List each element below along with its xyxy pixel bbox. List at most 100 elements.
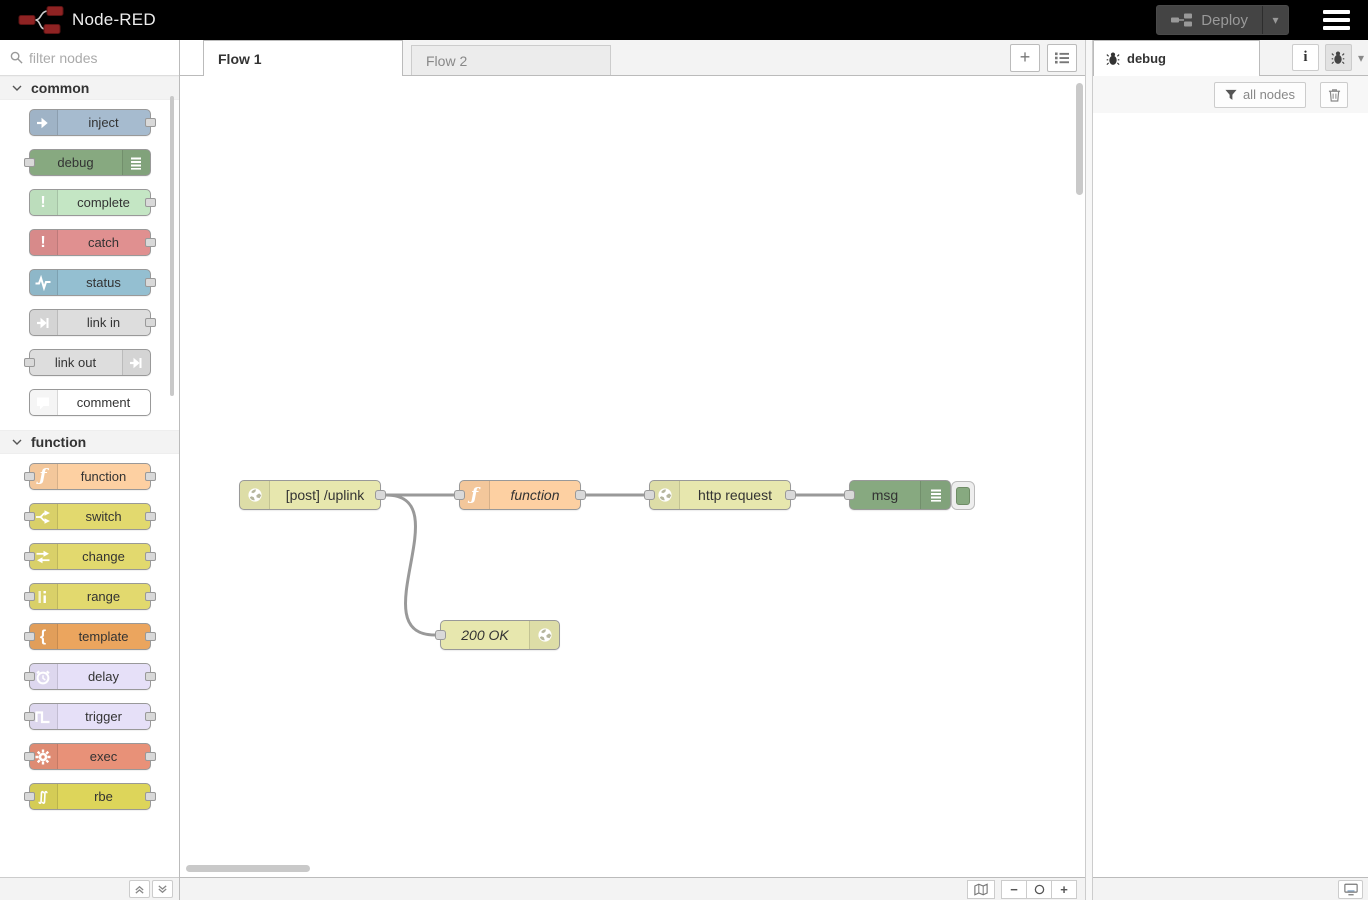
collapse-all-button[interactable] bbox=[129, 880, 150, 898]
chevron-down-icon bbox=[12, 439, 22, 445]
filter-nodes-input[interactable] bbox=[29, 49, 164, 66]
trash-icon bbox=[1328, 88, 1340, 102]
node-port bbox=[23, 712, 35, 721]
zoom-reset-button[interactable] bbox=[1026, 879, 1052, 899]
navigator-button[interactable] bbox=[967, 879, 995, 899]
palette-node-catch[interactable]: !catch bbox=[28, 229, 156, 256]
palette-node-inject[interactable]: inject bbox=[28, 109, 156, 136]
palette-node-exec[interactable]: exec bbox=[23, 743, 156, 770]
minus-icon: − bbox=[1010, 881, 1018, 897]
palette-node-trigger[interactable]: trigger bbox=[23, 703, 156, 730]
zoom-out-button[interactable]: − bbox=[1001, 879, 1027, 899]
double-chevron-up-icon bbox=[135, 885, 144, 894]
palette-node-switch[interactable]: switch bbox=[23, 503, 156, 530]
palette-category-common[interactable]: common bbox=[0, 76, 179, 100]
node-port-out[interactable] bbox=[375, 490, 386, 500]
info-tab-button[interactable]: i bbox=[1291, 44, 1319, 71]
node-port bbox=[144, 318, 156, 327]
sidebar-tabbar: debug i ▾ bbox=[1093, 40, 1368, 76]
bug-icon bbox=[1331, 51, 1345, 65]
flow-node-debug-msg[interactable]: msg bbox=[844, 480, 975, 510]
palette-node-template[interactable]: {template bbox=[23, 623, 156, 650]
node-port bbox=[23, 592, 35, 601]
palette-node-delay[interactable]: delay bbox=[23, 663, 156, 690]
node-label: 200 OK bbox=[461, 627, 509, 643]
node-port bbox=[144, 512, 156, 521]
palette-categories: common inject debug !complete !catch status li… bbox=[0, 76, 179, 810]
flow-node-http-response[interactable]: 200 OK bbox=[435, 620, 560, 650]
zoom-in-button[interactable]: + bbox=[1051, 879, 1077, 899]
clear-debug-button[interactable] bbox=[1320, 81, 1348, 108]
palette-search bbox=[0, 40, 179, 76]
node-port bbox=[144, 472, 156, 481]
node-port bbox=[23, 792, 35, 801]
node-port-out[interactable] bbox=[575, 490, 586, 500]
node-port bbox=[23, 672, 35, 681]
expand-all-button[interactable] bbox=[152, 880, 173, 898]
comment-icon bbox=[29, 390, 58, 415]
sidebar-separator[interactable] bbox=[1085, 40, 1093, 900]
node-port-in[interactable] bbox=[454, 490, 465, 500]
node-label: http request bbox=[698, 487, 772, 503]
workspace-tabs: Flow 1 Flow 2 bbox=[203, 40, 611, 76]
node-port-in[interactable] bbox=[644, 490, 655, 500]
palette-node-rbe[interactable]: ∬rbe bbox=[23, 783, 156, 810]
main-menu-button[interactable] bbox=[1323, 10, 1350, 30]
palette-node-change[interactable]: change bbox=[23, 543, 156, 570]
sidebar-tab-label: debug bbox=[1127, 51, 1166, 66]
palette-node-comment[interactable]: comment bbox=[28, 389, 151, 416]
add-flow-button[interactable]: + bbox=[1010, 43, 1040, 72]
template-icon: { bbox=[29, 624, 58, 649]
node-port-in[interactable] bbox=[844, 490, 855, 500]
debug-toggle-button[interactable] bbox=[951, 481, 975, 510]
filter-all-nodes-button[interactable]: all nodes bbox=[1213, 81, 1306, 108]
node-port bbox=[23, 358, 35, 367]
palette-node-range[interactable]: range bbox=[23, 583, 156, 610]
deploy-button[interactable]: Deploy ▾ bbox=[1156, 5, 1289, 35]
node-label: msg bbox=[871, 487, 899, 503]
link-icon bbox=[29, 310, 58, 335]
tab-debug[interactable]: debug bbox=[1093, 40, 1260, 76]
status-icon bbox=[29, 270, 58, 295]
palette-node-link-out[interactable]: link out bbox=[23, 349, 151, 376]
canvas-vertical-scrollbar[interactable] bbox=[1076, 83, 1083, 195]
monitor-icon bbox=[1343, 883, 1358, 895]
globe-icon bbox=[650, 481, 680, 509]
node-port bbox=[23, 512, 35, 521]
node-port bbox=[144, 672, 156, 681]
tab-flow-2[interactable]: Flow 2 bbox=[411, 45, 611, 75]
debug-tab-button[interactable] bbox=[1324, 44, 1352, 71]
search-icon bbox=[10, 51, 23, 64]
open-debug-window-button[interactable] bbox=[1338, 879, 1363, 899]
palette: common inject debug !complete !catch status li… bbox=[0, 40, 180, 900]
map-icon bbox=[974, 882, 988, 896]
plus-icon: + bbox=[1060, 881, 1068, 897]
deploy-options-button[interactable]: ▾ bbox=[1262, 6, 1288, 34]
palette-node-status[interactable]: status bbox=[28, 269, 156, 296]
palette-category-function[interactable]: function bbox=[0, 430, 179, 454]
palette-scroll-area: common inject debug !complete !catch status li… bbox=[0, 76, 179, 877]
canvas-horizontal-scrollbar[interactable] bbox=[186, 865, 310, 872]
flow-list-button[interactable] bbox=[1047, 43, 1077, 72]
flow-node-http-request[interactable]: http request bbox=[644, 480, 796, 510]
palette-node-debug[interactable]: debug bbox=[23, 149, 151, 176]
palette-scrollbar[interactable] bbox=[170, 96, 174, 396]
node-port-out[interactable] bbox=[785, 490, 796, 500]
node-port-in[interactable] bbox=[435, 630, 446, 640]
node-port bbox=[23, 158, 35, 167]
palette-node-complete[interactable]: !complete bbox=[28, 189, 156, 216]
node-port bbox=[144, 118, 156, 127]
sidebar-options-button[interactable]: ▾ bbox=[1357, 50, 1364, 65]
palette-node-link-in[interactable]: link in bbox=[28, 309, 156, 336]
node-port bbox=[144, 632, 156, 641]
wire-http-in-to-http-response[interactable] bbox=[384, 493, 437, 637]
node-port bbox=[144, 238, 156, 247]
exclamation-icon: ! bbox=[29, 230, 58, 255]
flow-node-http-in[interactable]: [post] /uplink bbox=[239, 480, 386, 510]
tab-flow-1[interactable]: Flow 1 bbox=[203, 40, 403, 76]
chevron-down-icon: ▾ bbox=[1272, 13, 1279, 27]
function-icon: ƒ bbox=[460, 481, 490, 509]
